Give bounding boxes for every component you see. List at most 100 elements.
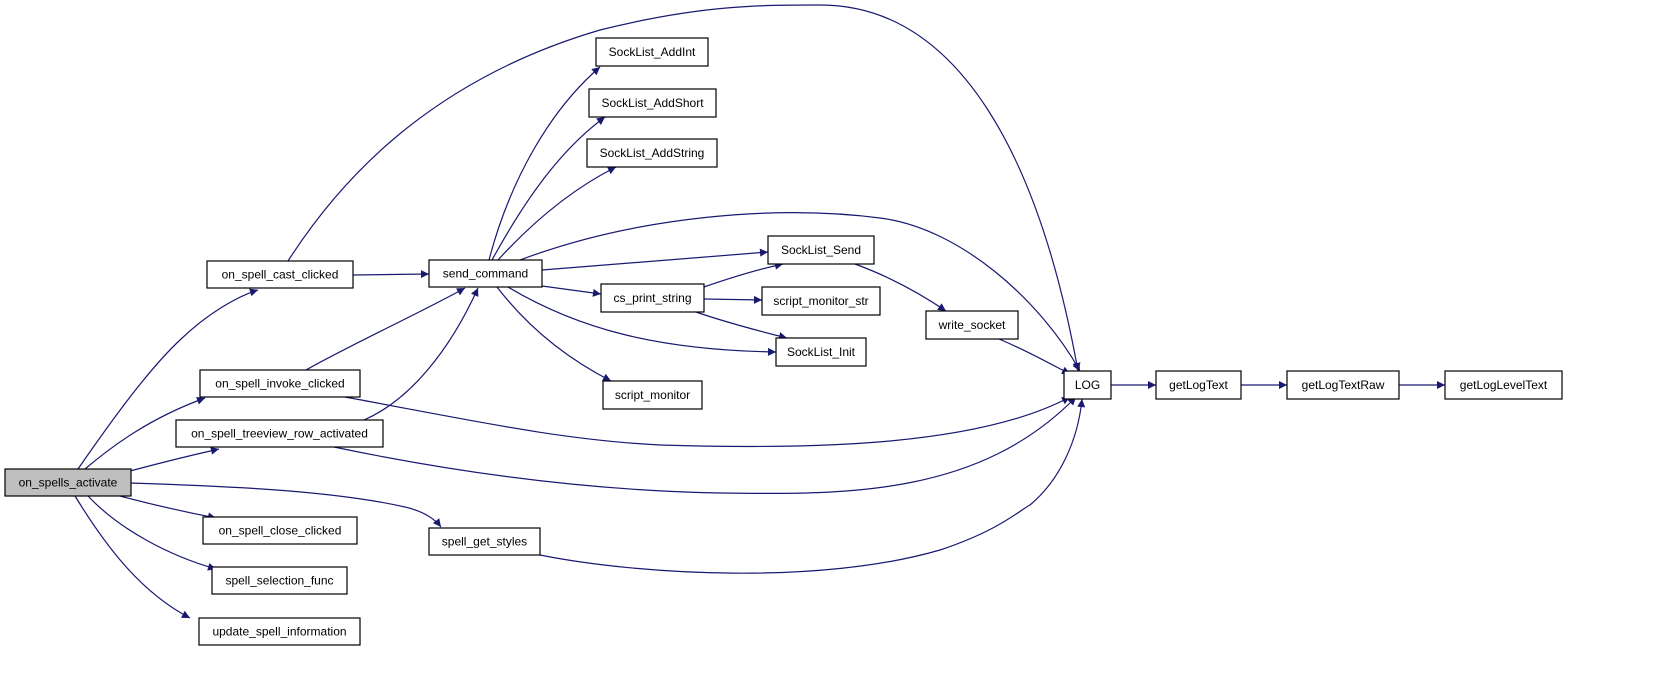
node-LOG[interactable]: LOG: [1063, 370, 1112, 400]
node-SockList_Send[interactable]: SockList_Send: [767, 235, 875, 265]
edge-line: [119, 495, 217, 521]
edge-line: [703, 295, 763, 304]
node-label: on_spells_activate: [19, 476, 118, 490]
edge-send_command-to-SockList_AddInt: [488, 66, 601, 261]
node-box[interactable]: [761, 286, 881, 316]
node-box[interactable]: [211, 566, 348, 595]
edge-line: [703, 261, 784, 288]
edge-line: [539, 398, 1086, 574]
node-box[interactable]: [588, 88, 717, 118]
edge-on_spell_cast_clicked-to-send_command: [352, 270, 430, 279]
node-box[interactable]: [775, 337, 867, 367]
edge-write_socket-to-LOG: [998, 338, 1071, 375]
node-box[interactable]: [600, 283, 705, 313]
node-send_command[interactable]: send_command: [428, 259, 543, 288]
edge-on_spells_activate-to-on_spell_cast_clicked: [77, 288, 259, 470]
node-script_monitor[interactable]: script_monitor: [602, 380, 703, 410]
node-SockList_Init[interactable]: SockList_Init: [775, 337, 867, 367]
node-label: getLogTextRaw: [1302, 378, 1385, 392]
node-label: on_spell_cast_clicked: [222, 268, 339, 282]
edge-cs_print_string-to-SockList_Init: [695, 311, 788, 340]
edge-send_command-to-SockList_AddShort: [491, 116, 606, 261]
nodes: on_spells_activate on_spell_cast_clickedo…: [4, 37, 1563, 646]
edge-line: [129, 446, 220, 472]
node-box[interactable]: [1444, 370, 1563, 400]
edge-line: [854, 263, 947, 312]
edge-line: [84, 396, 206, 470]
node-getLogText[interactable]: getLogText: [1155, 370, 1242, 400]
edge-on_spells_activate-to-spell_get_styles: [129, 482, 442, 528]
node-box[interactable]: [925, 310, 1019, 340]
node-on_spell_close_clicked[interactable]: on_spell_close_clicked: [202, 516, 358, 545]
node-box[interactable]: [767, 235, 875, 265]
node-label: send_command: [443, 267, 528, 281]
node-on_spell_treeview_row_activated[interactable]: on_spell_treeview_row_activated: [175, 419, 384, 448]
node-box[interactable]: [1063, 370, 1112, 400]
node-SockList_AddShort[interactable]: SockList_AddShort: [588, 88, 717, 118]
edge-on_spell_invoke_clicked-to-send_command: [305, 287, 466, 371]
node-label: SockList_Init: [787, 345, 856, 359]
node-box[interactable]: [595, 37, 709, 67]
edge-on_spells_activate-to-on_spell_close_clicked: [119, 495, 217, 521]
node-on_spell_invoke_clicked[interactable]: on_spell_invoke_clicked: [199, 369, 361, 398]
node-label: script_monitor_str: [773, 294, 868, 308]
node-label: cs_print_string: [613, 291, 691, 305]
node-box[interactable]: [428, 259, 543, 288]
node-script_monitor_str[interactable]: script_monitor_str: [761, 286, 881, 316]
edge-on_spell_cast_clicked-to-LOG: [287, 4, 1081, 372]
node-on_spells_activate[interactable]: on_spells_activate: [4, 468, 132, 497]
edge-line: [363, 287, 479, 421]
edge-on_spells_activate-to-on_spell_invoke_clicked: [84, 396, 206, 470]
node-SockList_AddString[interactable]: SockList_AddString: [586, 138, 718, 168]
node-box[interactable]: [1155, 370, 1242, 400]
node-update_spell_information[interactable]: update_spell_information: [198, 617, 361, 646]
edge-line: [491, 116, 606, 261]
edge-line: [333, 396, 1077, 495]
node-label: on_spell_treeview_row_activated: [191, 427, 368, 441]
edge-on_spell_invoke_clicked-to-LOG: [344, 396, 1071, 448]
edge-on_spells_activate-to-spell_selection_func: [87, 495, 217, 571]
node-SockList_AddInt[interactable]: SockList_AddInt: [595, 37, 709, 67]
edge-line: [998, 338, 1071, 375]
node-on_spell_cast_clicked[interactable]: on_spell_cast_clicked: [206, 260, 354, 289]
node-label: getLogLevelText: [1460, 378, 1548, 392]
edges: [74, 4, 1445, 619]
edge-send_command-to-LOG: [519, 212, 1081, 372]
edge-line: [507, 286, 777, 356]
node-box[interactable]: [428, 527, 541, 556]
edge-line: [519, 212, 1081, 372]
node-box[interactable]: [175, 419, 384, 448]
node-label: on_spell_close_clicked: [219, 524, 342, 538]
node-box[interactable]: [206, 260, 354, 289]
node-label: spell_get_styles: [442, 535, 527, 549]
node-box[interactable]: [4, 468, 132, 497]
node-cs_print_string[interactable]: cs_print_string: [600, 283, 705, 313]
node-label: getLogText: [1169, 378, 1228, 392]
edge-line: [497, 166, 617, 261]
edge-on_spells_activate-to-on_spell_treeview_row_activated: [129, 446, 220, 472]
edge-line: [695, 311, 788, 340]
edge-send_command-to-SockList_Init: [507, 286, 777, 356]
node-label: SockList_AddShort: [601, 96, 704, 110]
node-label: SockList_Send: [781, 243, 861, 257]
node-box[interactable]: [1286, 370, 1400, 400]
node-box[interactable]: [586, 138, 718, 168]
edge-on_spell_treeview_row_activated-to-LOG: [333, 396, 1077, 495]
edge-line: [77, 288, 259, 470]
node-label: write_socket: [938, 318, 1006, 332]
node-box[interactable]: [199, 369, 361, 398]
edge-line: [74, 495, 191, 619]
node-write_socket[interactable]: write_socket: [925, 310, 1019, 340]
node-getLogLevelText[interactable]: getLogLevelText: [1444, 370, 1563, 400]
node-spell_selection_func[interactable]: spell_selection_func: [211, 566, 348, 595]
node-box[interactable]: [202, 516, 358, 545]
node-getLogTextRaw[interactable]: getLogTextRaw: [1286, 370, 1400, 400]
node-box[interactable]: [198, 617, 361, 646]
node-spell_get_styles[interactable]: spell_get_styles: [428, 527, 541, 556]
node-label: on_spell_invoke_clicked: [215, 377, 344, 391]
node-label: SockList_AddInt: [609, 45, 696, 59]
edge-line: [541, 285, 602, 297]
node-box[interactable]: [602, 380, 703, 410]
edge-line: [541, 248, 769, 271]
